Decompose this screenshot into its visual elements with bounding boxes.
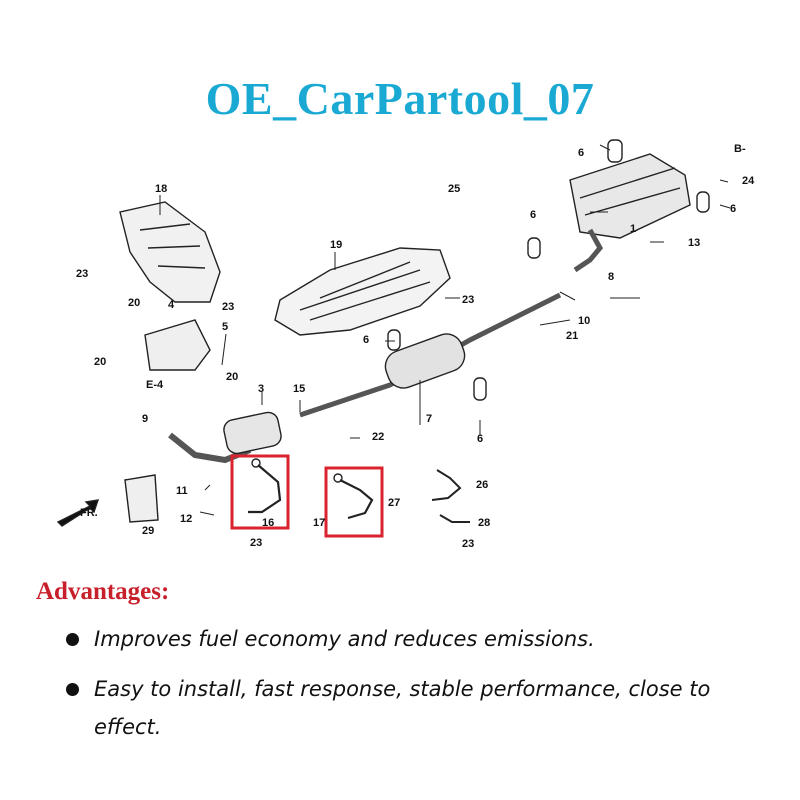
tail-pipe xyxy=(573,228,604,273)
resonator-7 xyxy=(384,333,466,389)
callout-20a: 20 xyxy=(128,297,140,309)
catalytic-converter xyxy=(223,411,282,455)
callout-18: 18 xyxy=(155,183,167,195)
callout-23a: 23 xyxy=(76,268,88,280)
exhaust-parts-diagram: 1 4 5 6 6 6 6 6 7 8 9 10 11 12 13 15 16 … xyxy=(56,139,755,550)
callout-16: 16 xyxy=(262,517,274,529)
callout-21: 21 xyxy=(566,330,578,342)
callout-29: 29 xyxy=(142,525,154,537)
callout-19: 19 xyxy=(330,239,342,251)
callout-24: 24 xyxy=(742,175,755,187)
heat-shield-4 xyxy=(144,319,211,371)
hanger-6e xyxy=(696,191,710,213)
callout-6e: 6 xyxy=(730,203,736,215)
hanger-6d xyxy=(473,377,487,401)
callout-28: 28 xyxy=(478,517,490,529)
callout-20c: 20 xyxy=(226,371,238,383)
callout-15: 15 xyxy=(293,383,305,395)
hanger-6b xyxy=(527,237,541,259)
callout-6d: 6 xyxy=(477,433,483,445)
advantage-text: Easy to install, fast response, stable p… xyxy=(94,677,711,739)
callout-17: 17 xyxy=(313,517,325,529)
sensor-28 xyxy=(439,514,470,523)
advantages-list: Improves fuel economy and reduces emissi… xyxy=(66,620,746,758)
bullet-dot xyxy=(66,633,79,646)
o2-sensor-16 xyxy=(248,464,282,514)
callout-6c: 6 xyxy=(363,334,369,346)
callout-7: 7 xyxy=(426,413,432,425)
front-direction-arrow xyxy=(56,499,100,527)
advantages-heading: Advantages: xyxy=(36,578,170,605)
callout-25: 25 xyxy=(448,183,460,195)
callout-3: 3 xyxy=(258,383,264,395)
callout-23b: 23 xyxy=(222,301,234,313)
callout-11: 11 xyxy=(176,485,188,497)
page-title: OE_CarPartool_07 xyxy=(205,73,595,124)
muffler xyxy=(569,153,691,239)
callout-6a: 6 xyxy=(578,147,584,159)
hanger-6a xyxy=(607,139,623,163)
highlight-box-sensor-16 xyxy=(230,454,290,530)
floor-shield-19 xyxy=(274,247,451,336)
bracket-29 xyxy=(124,474,159,523)
o2-sensor-27 xyxy=(339,479,374,520)
list-item: Improves fuel economy and reduces emissi… xyxy=(66,620,746,658)
callout-4: 4 xyxy=(168,299,175,311)
callout-23c: 23 xyxy=(462,294,474,306)
callout-20b: 20 xyxy=(94,356,106,368)
callout-8: 8 xyxy=(608,271,614,283)
callout-22: 22 xyxy=(372,431,384,443)
callout-26: 26 xyxy=(476,479,488,491)
callout-1: 1 xyxy=(630,223,636,235)
callout-12: 12 xyxy=(180,513,192,525)
front-direction-label: FR. xyxy=(80,507,98,519)
partial-reference-label: B- xyxy=(734,143,746,155)
callout-10: 10 xyxy=(578,315,590,327)
advantage-text: Improves fuel economy and reduces emissi… xyxy=(94,627,595,651)
callout-23e: 23 xyxy=(462,538,474,550)
reference-code-label: E-4 xyxy=(146,379,164,391)
callout-9: 9 xyxy=(142,413,148,425)
callout-5: 5 xyxy=(222,321,228,333)
list-item: Easy to install, fast response, stable p… xyxy=(66,670,746,746)
sensor-26 xyxy=(431,469,462,501)
callout-27: 27 xyxy=(388,497,400,509)
callout-23d: 23 xyxy=(250,537,262,549)
callout-13: 13 xyxy=(688,237,700,249)
callout-6b: 6 xyxy=(530,209,536,221)
highlight-box-sensor-27 xyxy=(324,466,384,538)
bullet-dot xyxy=(66,683,79,696)
heat-shield-18 xyxy=(119,201,221,303)
hanger-6c xyxy=(387,329,401,351)
